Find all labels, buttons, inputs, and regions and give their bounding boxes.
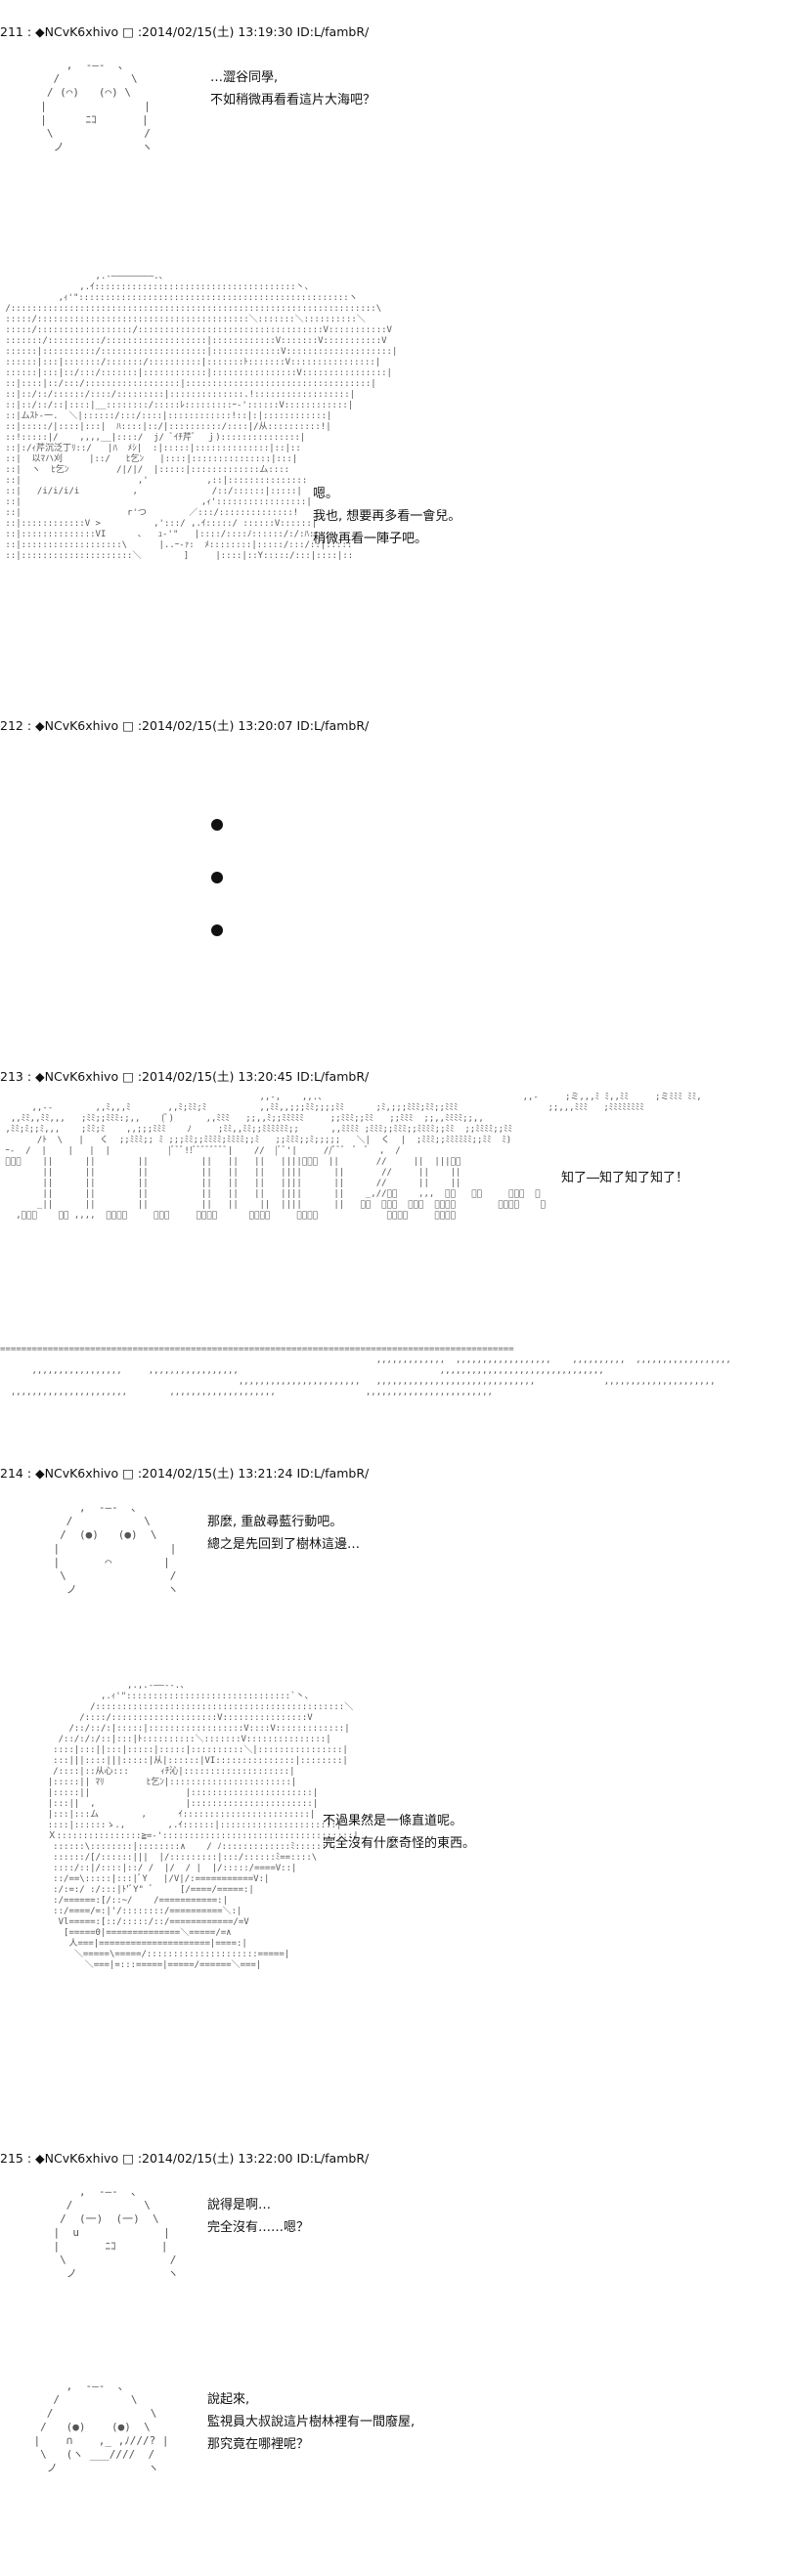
- ellipsis-dot: [211, 924, 223, 936]
- speech-line: 那麼, 重啟尋藍行動吧。: [207, 1515, 343, 1529]
- post-header-215: 215 : ◆NCvK6xhivo □ :2014/02/15(土) 13:22…: [0, 2151, 370, 2166]
- speech-block: 說得是啊… 完全沒有……嗯？: [207, 2194, 309, 2239]
- speech-line: 監視員大叔說這片樹林裡有一間廢屋,: [207, 2415, 416, 2429]
- speech-line: 不過果然是一條直道呢。: [323, 1814, 463, 1828]
- speech-line: 稍微再看一陣子吧。: [313, 532, 428, 546]
- ascii-art-divider: ========================================…: [0, 1345, 731, 1397]
- post-header-213: 213 : ◆NCvK6xhivo □ :2014/02/15(土) 13:20…: [0, 1069, 370, 1084]
- speech-block: 嗯。 我也, 想要再多看一會兒。 稍微再看一陣子吧。: [313, 483, 461, 550]
- speech-line: 知了―知了知了知了！: [561, 1171, 689, 1185]
- ascii-art-character: ,.-――――――――.、 ,.ｲ:::::::::::::::::::::::…: [5, 272, 398, 561]
- speech-block: …澀谷同學, 不如稍微再看看這片大海吧？: [210, 66, 375, 111]
- ellipsis-dot: [211, 819, 223, 831]
- speech-line: 嗯。: [313, 487, 339, 501]
- speech-line: 總之是先回到了樹林這邊…: [207, 1537, 361, 1552]
- ascii-art-face: , -―- 、 / \ / (●) (●) \ | | | ⌒ | \ / ノ …: [53, 1501, 179, 1596]
- speech-block: 知了―知了知了知了！: [561, 1167, 688, 1189]
- speech-block: 不過果然是一條直道呢。 完全沒有什麼奇怪的東西。: [323, 1810, 475, 1855]
- speech-line: 那究竟在哪裡呢？: [207, 2437, 310, 2452]
- post-header-214: 214 : ◆NCvK6xhivo □ :2014/02/15(土) 13:21…: [0, 1466, 370, 1481]
- speech-line: 不如稍微再看看這片大海吧？: [210, 93, 376, 107]
- ascii-art-character: ,.,.-――--.、 ,.ｨ'":::::::::::::::::::::::…: [47, 1681, 359, 1970]
- ellipsis-dot: [211, 872, 223, 883]
- speech-line: 說得是啊…: [207, 2198, 272, 2212]
- ascii-art-face: , -―- 、 / \ / \ / (●) (●) \ | ∩ ,_ ,ﾉ///…: [33, 2380, 169, 2474]
- ascii-art-face: , -―- 、 / \ / (⌒) (⌒) \ | | | ﾆｺ | \ / ノ…: [40, 59, 153, 153]
- speech-line: 完全沒有什麼奇怪的東西。: [323, 1836, 476, 1851]
- speech-line: 完全沒有……嗯？: [207, 2220, 310, 2235]
- ascii-art-face: , -―- 、 / \ / (一) (一) \ | u | | ﾆｺ | \ /…: [53, 2185, 179, 2280]
- speech-line: 我也, 想要再多看一會兒。: [313, 509, 461, 524]
- ascii-art-cicada-chorus: ,,-, ,,.、 ,,- ;ミ,,,ﾐ ﾐ,,ﾐﾐ ;ミﾐﾐﾐ ﾐﾐ, ,,-…: [0, 1093, 702, 1221]
- post-header-212: 212 : ◆NCvK6xhivo □ :2014/02/15(土) 13:20…: [0, 718, 370, 733]
- speech-block: 說起來, 監視員大叔說這片樹林裡有一間廢屋, 那究竟在哪裡呢？: [207, 2388, 415, 2456]
- speech-block: 那麼, 重啟尋藍行動吧。 總之是先回到了樹林這邊…: [207, 1511, 360, 1556]
- speech-line: …澀谷同學,: [210, 70, 279, 85]
- speech-line: 說起來,: [207, 2392, 250, 2407]
- post-header-211: 211 : ◆NCvK6xhivo □ :2014/02/15(土) 13:19…: [0, 24, 370, 39]
